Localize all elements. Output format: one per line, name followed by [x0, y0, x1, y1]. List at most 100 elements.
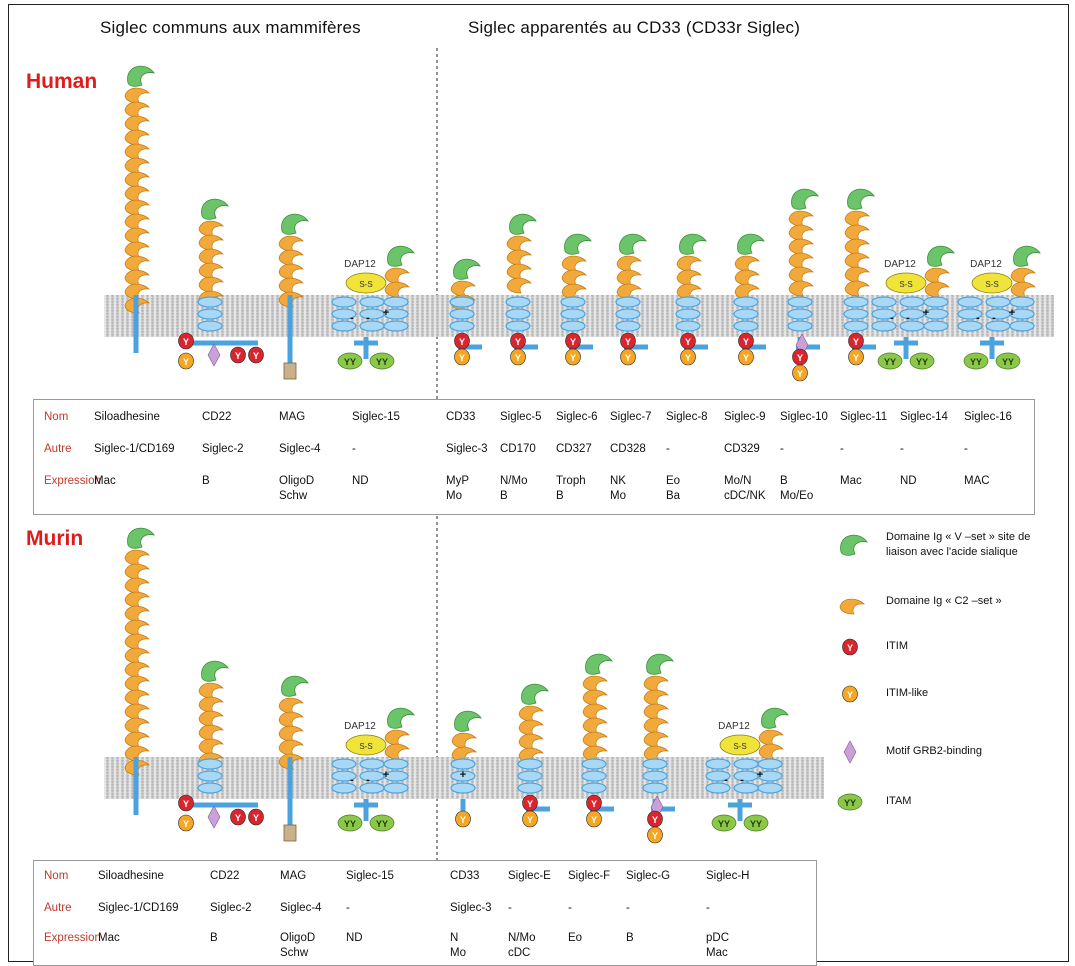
itim-icon — [178, 332, 194, 350]
v-set-domain-icon — [454, 710, 482, 732]
helix-coil — [560, 320, 586, 332]
cytoplasmic-tail — [287, 337, 293, 363]
human-row-label-expression: Expression — [44, 475, 101, 487]
c2-set-domain-icon — [582, 731, 608, 748]
itim-icon-glyph: Y — [797, 353, 803, 363]
c2-set-domain-icon — [278, 277, 304, 294]
itim-like-icon-glyph: Y — [652, 831, 658, 841]
itim-like-icon — [510, 348, 526, 366]
helix-coil — [642, 782, 668, 794]
helix-coil — [359, 296, 385, 308]
human-cell-nom: CD33 — [446, 411, 476, 423]
c2-set-domain-icon — [451, 732, 477, 749]
helix-coil — [843, 320, 869, 332]
itim-like-icon-glyph: Y — [685, 353, 691, 363]
c2-set-domain-icon — [124, 731, 150, 748]
v-set-domain-icon — [521, 683, 549, 705]
c2-set-domain-icon — [924, 267, 950, 284]
helix-coil — [957, 296, 983, 308]
c2-set-domain-icon — [844, 224, 870, 241]
c2-set-domain-icon — [582, 689, 608, 706]
human-cell-autre: CD170 — [500, 443, 536, 455]
c2-set-domain-icon — [198, 276, 224, 293]
murin-cell-expr: B — [210, 932, 218, 944]
c2-set-domain-icon — [924, 281, 950, 298]
helix-coil — [733, 296, 759, 308]
dap12-dimer — [885, 272, 927, 294]
itim-like-icon-glyph: Y — [570, 353, 576, 363]
helix-coil — [383, 782, 409, 794]
helix-coil — [615, 308, 641, 320]
itim-like-icon-glyph: Y — [183, 819, 189, 829]
murin-cell-autre: - — [508, 902, 512, 914]
human-cell-autre: Siglec-1/CD169 — [94, 443, 175, 455]
helix-coil — [675, 296, 701, 308]
c2-set-domain-icon — [124, 255, 150, 272]
itim-icon-glyph: Y — [515, 337, 521, 347]
itim-like-icon — [647, 826, 663, 844]
itim-like-icon-glyph: Y — [743, 353, 749, 363]
itam-icon — [995, 352, 1021, 370]
charge-plus: + — [1009, 307, 1015, 319]
cytoplasmic-bar — [894, 340, 918, 346]
c2-set-domain-icon — [124, 101, 150, 118]
helix-coil — [757, 758, 783, 770]
charge-minus: - — [906, 312, 910, 324]
charge-plus: + — [757, 769, 763, 781]
helix-coil — [331, 308, 357, 320]
c2-set-domain-icon — [384, 281, 410, 298]
itim-like-icon — [620, 348, 636, 366]
human-cell-expr: Mac — [840, 475, 862, 487]
legend-label: ITAM — [886, 795, 912, 807]
helix-coil — [757, 782, 783, 794]
human-cell-nom: MAG — [279, 411, 306, 423]
helix-coil — [383, 320, 409, 332]
v-set-domain-icon — [585, 653, 613, 675]
cytoplasmic-bar — [728, 802, 752, 808]
c2-set-domain-icon — [124, 283, 150, 300]
legend-label: Motif GRB2-binding — [886, 745, 982, 757]
helix-coil — [359, 782, 385, 794]
human-cell-autre: - — [666, 443, 670, 455]
v-set-domain-icon — [387, 707, 415, 729]
itim-icon-glyph: Y — [853, 337, 859, 347]
helix-coil — [923, 296, 949, 308]
itim-like-icon — [178, 814, 194, 832]
charge-plus: + — [383, 769, 389, 781]
helix-coil — [733, 758, 759, 770]
c2-set-domain-icon — [124, 129, 150, 146]
helix-coil — [705, 770, 731, 782]
murin-cell-expr: ND — [346, 932, 363, 944]
c2-set-domain-icon — [506, 263, 532, 280]
cytoplasmic-tail — [133, 799, 139, 815]
v-set-domain-icon — [201, 660, 229, 682]
murin-cell-expr: OligoD Schw — [280, 932, 316, 959]
disulfide-label: S-S — [359, 280, 372, 289]
helix-coil — [449, 296, 475, 308]
helix-coil — [505, 320, 531, 332]
c2-set-domain-icon — [1010, 267, 1036, 284]
helix-coil — [359, 770, 385, 782]
murin-cell-autre: - — [626, 902, 630, 914]
transmembrane-helix — [287, 757, 293, 799]
disulfide-label: S-S — [899, 280, 912, 289]
helix-coil — [197, 296, 223, 308]
legend-label: ITIM — [886, 640, 908, 652]
helix-coil — [899, 308, 925, 320]
murin-cell-nom: CD22 — [210, 870, 240, 882]
itim-like-icon — [455, 810, 471, 828]
itim-like-icon — [680, 348, 696, 366]
murin-row-label-nom: Nom — [44, 870, 69, 882]
c2-set-domain-icon — [561, 255, 587, 272]
c2-set-domain-icon — [124, 185, 150, 202]
charge-minus: - — [366, 774, 370, 786]
helix-coil — [843, 308, 869, 320]
human-cell-nom: Siglec-15 — [352, 411, 400, 423]
c2-set-domain-icon — [518, 719, 544, 736]
helix-coil — [675, 320, 701, 332]
c2-set-domain-icon — [198, 710, 224, 727]
c2-set-domain-icon — [124, 703, 150, 720]
